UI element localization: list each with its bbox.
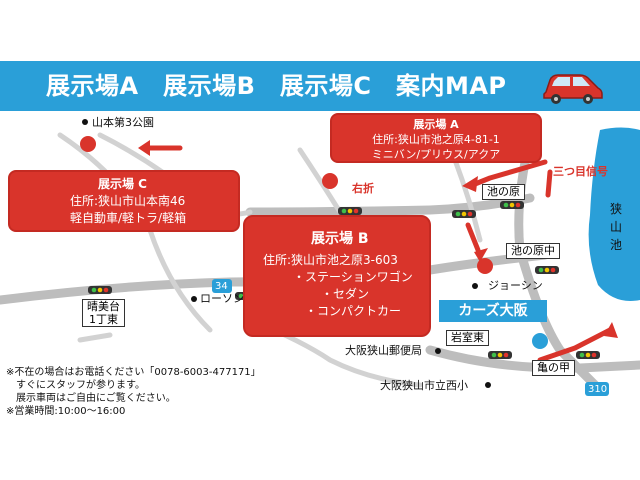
venue-a-callout: 展示場 A 住所:狭山市池之原4-81-1 ミニバン/プリウス/アクア [330,113,542,163]
cars-osaka-label: カーズ大阪 [439,300,547,322]
car-icon [543,74,603,104]
harumidai-text: 晴美台 1丁東 [87,300,120,326]
venue-c-callout: 展示場 C 住所:狭山市山本南46 軽自動車/軽トラ/軽箱 [8,170,240,232]
venue-b-name: 展示場 B [311,231,369,247]
venue-c-address: 住所:狭山市山本南46 [70,194,186,208]
venue-a-types: ミニバン/プリウス/アクア [371,148,501,161]
venue-b-pin [477,258,493,274]
venue-b-type: ・コンパクトカー [305,304,402,318]
venue-b-type: ・セダン [321,287,370,301]
joshin-label: ジョーシン [488,279,543,292]
venue-c-pin [80,136,96,152]
sayama-lake [588,127,640,301]
third-signal-label: 三つ目信号 [553,165,608,178]
school-label: 大阪狭山市立西小 [380,379,468,392]
ikenohara-naka-label: 池の原中 [506,243,560,259]
venue-a-name: 展示場 A [413,118,459,131]
route-310-label: 310 [588,384,608,395]
turn-right-label: 右折 [352,182,374,195]
harumidai-label: 晴美台 1丁東 [82,299,125,327]
venue-b-type: ・ステーションワゴン [293,270,413,284]
lawson-label: ローソン [200,292,244,305]
iwamuro-label: 岩室東 [446,330,489,346]
note-line: 展示車両はご自由にご覧ください。 [6,393,176,404]
venue-b-callout: 展示場 B 住所:狭山市池之原3-603 ・ステーションワゴン ・セダン ・コン… [243,215,431,337]
venue-c-types: 軽自動車/軽トラ/軽箱 [70,211,187,225]
yamamoto-park-label: 山本第3公園 [92,116,154,129]
ikenohara-label: 池の原 [482,184,525,200]
note-line: ※不在の場合はお電話ください「0078-6003-477171」 [6,367,261,378]
kamenoko-label: 亀の甲 [532,360,575,376]
map-title: 展示場A 展示場B 展示場C 案内MAP [46,72,507,100]
post-office-label: 大阪狭山郵便局 [345,344,422,357]
sayama-lake-label: 狭山池 [610,202,623,252]
note-line: すぐにスタッフが参ります。 [6,380,145,391]
note-line: ※営業時間:10:00～16:00 [6,406,126,417]
cars-osaka-pin [532,333,548,349]
traffic-light-icon [88,201,600,359]
venue-c-name: 展示場 C [98,177,147,191]
notes: ※不在の場合はお電話ください「0078-6003-477171」 すぐにスタッフ… [6,366,261,418]
venue-a-address: 住所:狭山市池之原4-81-1 [372,133,500,146]
route-34-label: 34 [215,281,228,292]
venue-a-pin [322,173,338,189]
venue-b-address: 住所:狭山市池之原3-603 [263,253,398,267]
map-header: 展示場A 展示場B 展示場C 案内MAP [0,61,640,111]
